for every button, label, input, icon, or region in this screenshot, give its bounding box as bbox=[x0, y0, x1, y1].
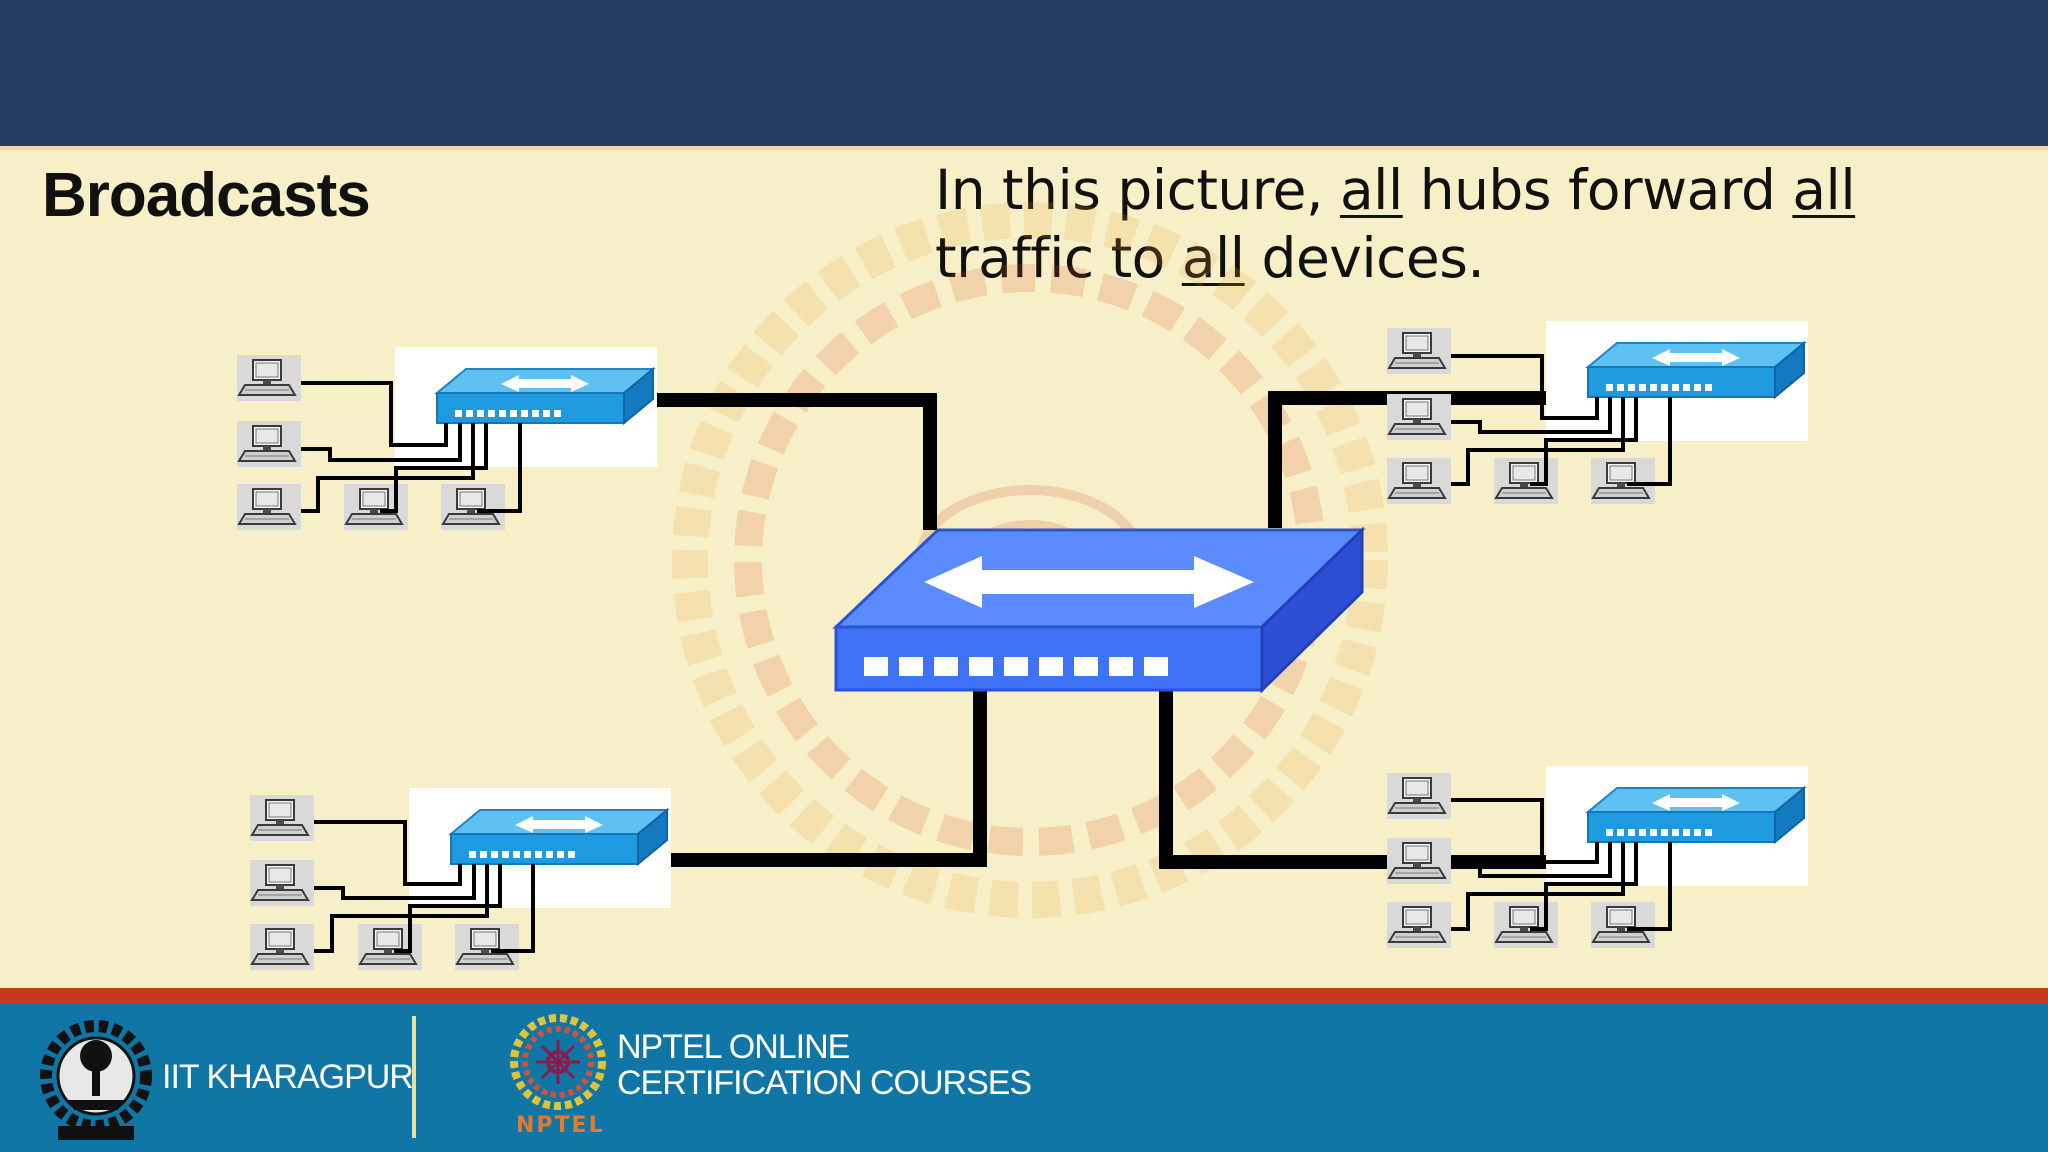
computer-icon bbox=[1590, 457, 1656, 505]
program-name-line1: NPTEL ONLINE bbox=[617, 1028, 850, 1066]
hub-cables bbox=[301, 381, 522, 513]
caption-text-4: devices. bbox=[1244, 226, 1485, 290]
hub-cables bbox=[314, 820, 535, 953]
hub-icon bbox=[1545, 320, 1809, 442]
caption-text-3: traffic to bbox=[935, 226, 1182, 290]
computer-icon bbox=[1386, 837, 1452, 885]
computer-icon bbox=[1493, 901, 1559, 949]
computer-icon bbox=[236, 420, 302, 468]
hub-cluster-bottom-right bbox=[1386, 765, 1809, 949]
computer-icon bbox=[440, 483, 506, 531]
computer-icon bbox=[236, 483, 302, 531]
iit-kharagpur-logo-icon bbox=[40, 1020, 152, 1140]
hub-cluster-top-left bbox=[236, 346, 658, 531]
slide-title: Broadcasts bbox=[42, 161, 371, 230]
network-diagram bbox=[236, 202, 1809, 971]
cable-top-left bbox=[630, 393, 937, 530]
nptel-logo-text: NPTEL bbox=[516, 1113, 605, 1138]
computer-icon bbox=[1386, 327, 1452, 375]
title-banner bbox=[0, 0, 2048, 150]
hub-cluster-bottom-left bbox=[249, 787, 672, 971]
slide-caption: In this picture, all hubs forward all tr… bbox=[935, 156, 1935, 292]
footer-bar bbox=[0, 1004, 2048, 1152]
hub-icon bbox=[394, 346, 658, 468]
central-hub-icon bbox=[832, 526, 1366, 694]
central-hub-ports bbox=[864, 657, 1168, 676]
hub-cables bbox=[1451, 798, 1672, 931]
computer-icon bbox=[1386, 457, 1452, 505]
hub-icon bbox=[1545, 765, 1809, 887]
caption-emphasis-3: all bbox=[1181, 226, 1245, 290]
footer-divider bbox=[412, 1016, 416, 1138]
hub-cables bbox=[1451, 354, 1672, 486]
computer-icon bbox=[1590, 901, 1656, 949]
computer-icon bbox=[1386, 772, 1452, 820]
computer-icon bbox=[343, 483, 409, 531]
computer-icon bbox=[249, 859, 315, 907]
caption-emphasis-2: all bbox=[1792, 158, 1856, 222]
nptel-logo-icon bbox=[510, 1014, 606, 1110]
computer-icon bbox=[1386, 901, 1452, 949]
computer-icon bbox=[249, 794, 315, 842]
cable-top-right bbox=[1268, 391, 1580, 528]
computer-icon bbox=[357, 923, 423, 971]
institution-name: IIT KHARAGPUR bbox=[162, 1058, 414, 1096]
cable-bottom-left bbox=[641, 690, 987, 867]
hub-cluster-top-right bbox=[1386, 320, 1809, 505]
computer-icon bbox=[1493, 457, 1559, 505]
computer-icon bbox=[249, 923, 315, 971]
computer-icon bbox=[1386, 393, 1452, 441]
footer-stripe bbox=[0, 988, 2048, 1004]
computer-icon bbox=[454, 923, 520, 971]
program-name-line2: CERTIFICATION COURSES bbox=[617, 1064, 1032, 1102]
computer-icon bbox=[236, 354, 302, 402]
hub-icon bbox=[408, 787, 672, 909]
caption-text-1: In this picture, bbox=[935, 158, 1340, 222]
caption-text-2: hubs forward bbox=[1402, 158, 1793, 222]
caption-emphasis-1: all bbox=[1339, 158, 1403, 222]
